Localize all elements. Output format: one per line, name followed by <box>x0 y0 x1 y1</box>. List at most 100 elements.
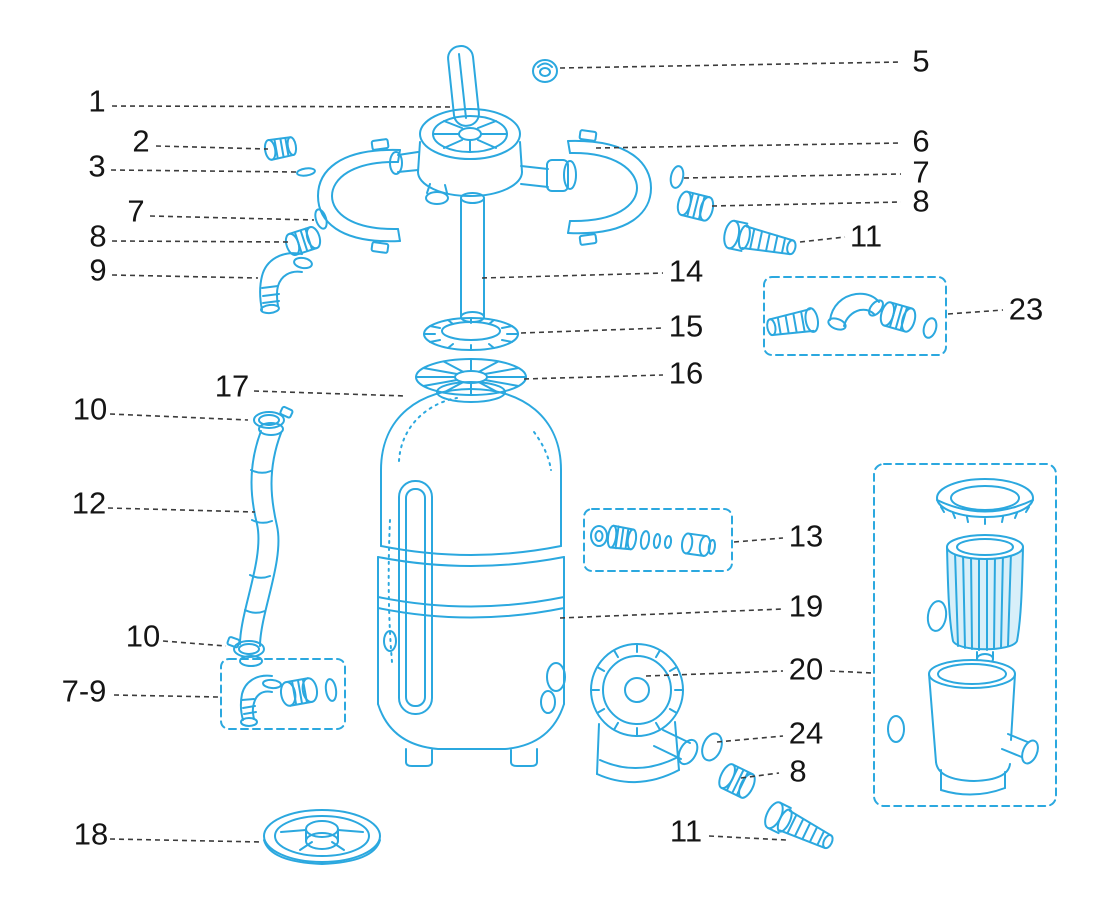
callout-label-7: 7 <box>912 155 929 190</box>
hose-adapter-bottom <box>764 801 834 850</box>
hose <box>239 422 284 647</box>
o-ring-right <box>669 165 685 189</box>
clamp-ring-left-half <box>317 138 401 254</box>
leader-line-23 <box>947 309 1004 315</box>
hose-adapter-right <box>723 219 797 256</box>
callout-label-11: 11 <box>850 219 882 254</box>
leader-line-11 <box>708 835 787 841</box>
callout-label-8: 8 <box>912 184 929 219</box>
leader-line-13 <box>733 537 784 543</box>
callouts-layer: 123789171012107-918567811142315161319202… <box>62 44 1044 852</box>
adapter-kit-parts <box>766 292 938 339</box>
callout-label-16: 16 <box>669 356 703 391</box>
callout-label-10: 10 <box>126 619 160 654</box>
callout-label-18: 18 <box>74 817 108 852</box>
callout-label-1: 1 <box>88 84 105 119</box>
callout-label-7-9: 7-9 <box>62 674 107 709</box>
leader-line-8 <box>111 240 291 243</box>
callout-label-9: 9 <box>89 253 106 288</box>
callout-label-13: 13 <box>789 519 823 554</box>
pump-housing <box>590 643 699 783</box>
callout-label-5: 5 <box>912 44 929 79</box>
leader-line-7 <box>683 173 902 179</box>
union-nut-right <box>676 190 715 222</box>
leader-line-20-1 <box>829 670 873 674</box>
callout-label-6: 6 <box>912 124 929 159</box>
filter-tank <box>377 381 566 767</box>
fitting-kit-box <box>220 658 346 730</box>
callout-label-23: 23 <box>1009 292 1043 327</box>
leader-line-12 <box>107 507 256 513</box>
leader-line-16 <box>523 374 664 380</box>
prefilter-o-ring-upper <box>926 600 948 632</box>
callout-label-7: 7 <box>127 194 144 229</box>
adapter-kit-box <box>763 276 947 356</box>
leader-line-9 <box>111 274 259 279</box>
callout-label-19: 19 <box>789 589 823 624</box>
leader-line-8 <box>740 772 780 779</box>
callout-label-8: 8 <box>789 754 806 789</box>
leader-line-15 <box>520 327 664 334</box>
callout-label-15: 15 <box>669 309 703 344</box>
callout-label-2: 2 <box>132 124 149 159</box>
callout-label-17: 17 <box>215 369 249 404</box>
flat-gasket <box>296 167 316 177</box>
union-nut-bottom <box>718 763 756 799</box>
valve-handle <box>447 45 480 127</box>
o-ring-outlet <box>701 732 723 762</box>
valve-spout <box>425 191 449 205</box>
air-release-cap <box>532 59 558 83</box>
callout-label-11: 11 <box>670 814 702 849</box>
leader-line-19 <box>559 608 784 619</box>
leader-line-1 <box>111 105 453 108</box>
leader-line-11 <box>799 236 846 243</box>
valve-right-cap <box>546 159 569 192</box>
multiport-valve <box>389 108 577 205</box>
ribbed-plug <box>263 136 298 161</box>
prefilter-parts <box>887 478 1039 796</box>
leader-line-2 <box>155 145 269 150</box>
o-ring-left <box>314 208 328 230</box>
tank-band <box>377 596 565 619</box>
tank-side-port <box>383 630 397 652</box>
callout-label-10: 10 <box>73 392 107 427</box>
leader-line-7-9 <box>113 694 219 698</box>
hose-clamp-bottom <box>226 636 265 667</box>
leader-line-10 <box>162 640 227 647</box>
standpipe <box>460 192 485 323</box>
union-nut-left <box>284 225 322 257</box>
hose-clamp-top <box>253 405 294 429</box>
fitting-kit-parts <box>239 674 338 727</box>
leader-line-5 <box>559 61 902 69</box>
drain-valve-parts <box>590 524 716 557</box>
callout-label-20: 20 <box>789 652 823 687</box>
leader-line-17 <box>253 390 407 397</box>
prefilter-lid <box>936 478 1034 518</box>
callout-label-3: 3 <box>88 149 105 184</box>
leader-line-6 <box>595 142 902 149</box>
prefilter-o-ring-lower <box>887 715 905 743</box>
tank-collar <box>423 317 519 351</box>
leader-line-18 <box>109 838 262 843</box>
strainer-basket <box>946 546 1024 651</box>
pump-base <box>263 809 381 865</box>
leader-line-10 <box>109 413 249 421</box>
leader-line-14 <box>481 272 664 279</box>
elbow-fitting-left <box>259 252 313 315</box>
callout-label-24: 24 <box>789 716 823 751</box>
elbow-fitting-kit <box>827 292 884 331</box>
leader-line-24 <box>716 735 784 743</box>
leader-line-3 <box>110 169 297 173</box>
callout-label-8: 8 <box>89 219 106 254</box>
callout-label-12: 12 <box>72 486 106 521</box>
leader-line-8 <box>711 201 902 207</box>
callout-label-14: 14 <box>669 254 703 289</box>
drain-valve-kit-box <box>583 508 733 572</box>
valve-left-port <box>389 151 403 175</box>
tank-outlet-port <box>546 662 566 692</box>
clamp-ring-right-half <box>567 129 652 246</box>
leader-line-20 <box>645 670 784 677</box>
tank-neck-disc <box>415 358 527 396</box>
